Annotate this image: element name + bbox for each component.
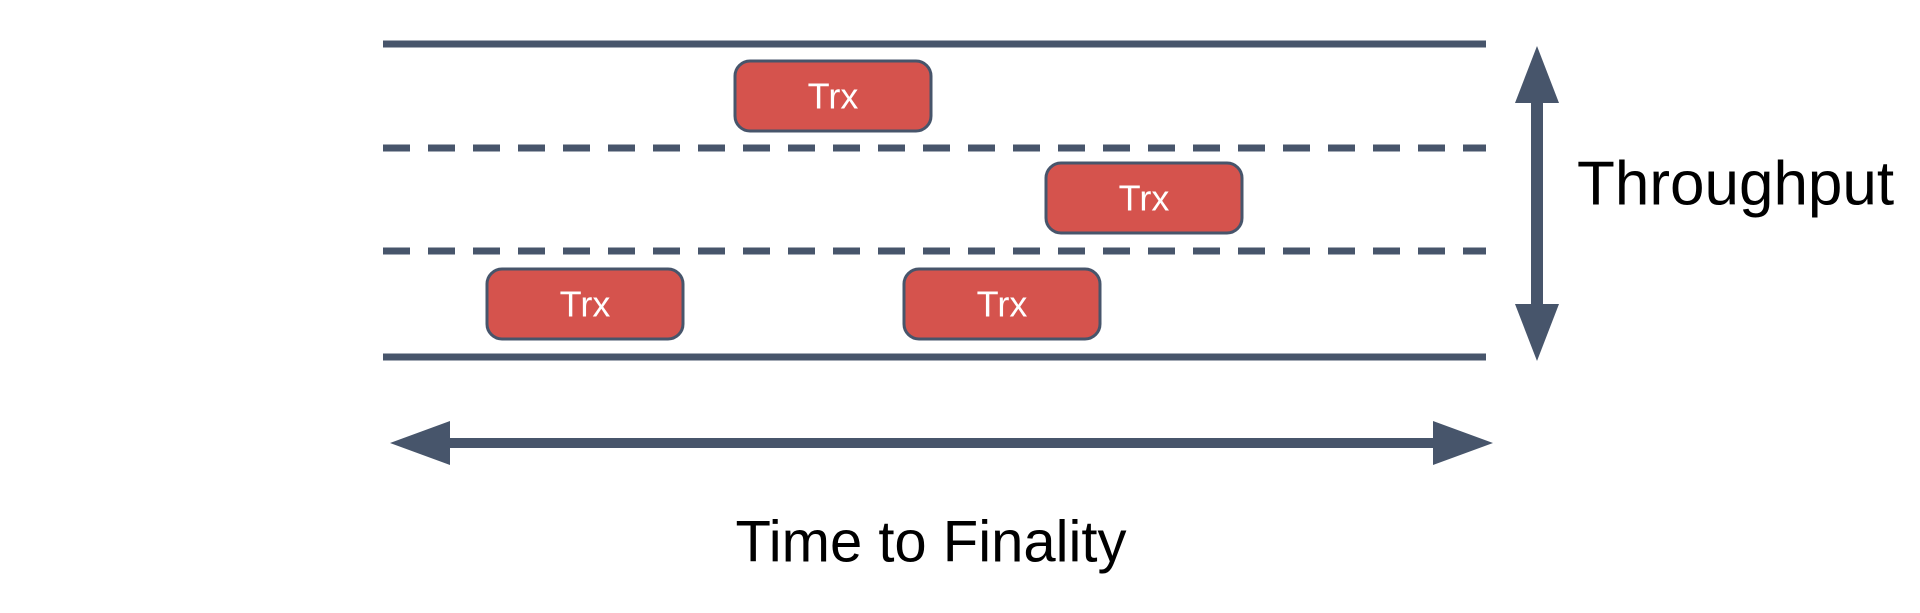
trx-rect — [733, 59, 933, 133]
throughput-arrow-icon — [1515, 46, 1559, 361]
trx-rect — [485, 267, 685, 341]
arrowhead-right-icon — [1433, 421, 1493, 465]
trx-box-bottom-lane-right: Trx — [902, 267, 1102, 341]
throughput-label: Throughput — [1577, 150, 1894, 219]
lane-group — [383, 40, 1486, 361]
trx-label: Trx — [977, 284, 1028, 325]
trx-rect — [902, 267, 1102, 341]
time-to-finality-label: Time to Finality — [735, 510, 1126, 575]
arrowhead-left-icon — [390, 421, 450, 465]
trx-rect — [1044, 161, 1244, 235]
arrowhead-down-icon — [1515, 304, 1559, 361]
trx-box-top-lane: Trx — [733, 59, 933, 133]
trx-box-bottom-lane-left: Trx — [485, 267, 685, 341]
arrowhead-up-icon — [1515, 46, 1559, 103]
trx-box-middle-lane: Trx — [1044, 161, 1244, 235]
time-to-finality-arrow-icon — [390, 421, 1493, 465]
trx-label: Trx — [1119, 178, 1170, 219]
trx-label: Trx — [808, 76, 859, 117]
trx-label: Trx — [560, 284, 611, 325]
